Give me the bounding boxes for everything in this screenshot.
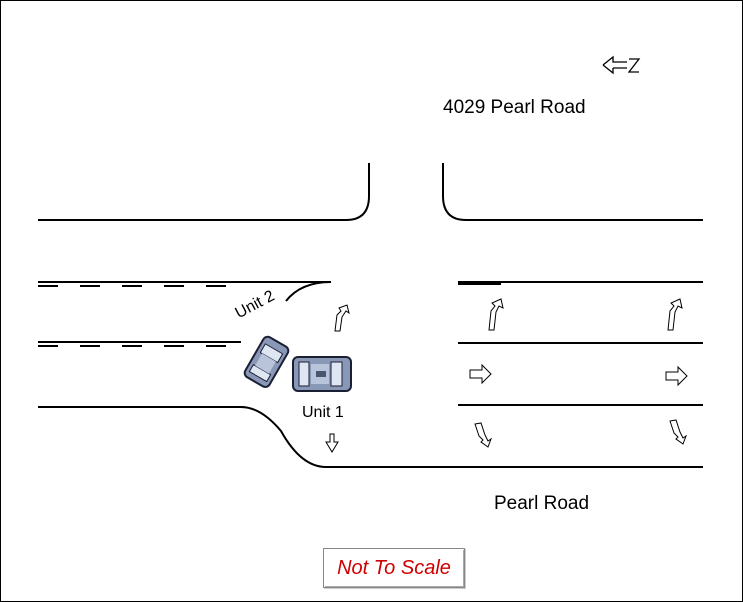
not-to-scale-box: Not To Scale [323,548,465,588]
not-to-scale-label: Not To Scale [337,556,451,579]
left-taper [285,281,332,302]
address-label: 4029 Pearl Road [443,97,586,118]
straight-arrow-icon [469,363,492,385]
turn-arrow-icon [669,419,688,445]
unit1-label: Unit 1 [302,404,344,421]
north-arrow-icon [602,55,641,75]
down-arrow-icon [325,433,339,453]
unit1-vehicle [292,356,352,392]
turn-arrow-icon [474,422,493,448]
side-street-right-curb [442,163,703,221]
turn-arrow-icon [667,298,683,331]
turn-arrow-icon [334,304,350,332]
left-bottom-edge [38,406,703,468]
straight-arrow-icon [665,365,688,387]
turn-arrow-icon [488,298,504,331]
side-street-left-curb [38,163,370,221]
unit2-vehicle [243,335,290,388]
road-label: Pearl Road [494,493,590,514]
